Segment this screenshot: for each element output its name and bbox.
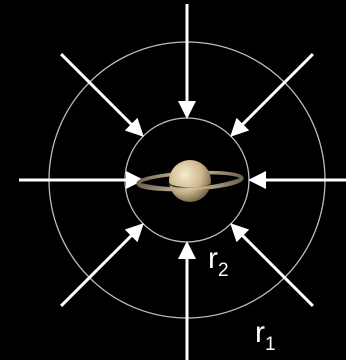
- arrow-northwest: [61, 54, 142, 135]
- arrow-southeast: [232, 225, 313, 306]
- label-r2: r2: [208, 242, 229, 281]
- label-r1: r1: [255, 316, 276, 355]
- saturn-icon: [138, 160, 243, 202]
- arrow-northeast: [232, 54, 313, 135]
- arrow-southwest: [61, 225, 142, 306]
